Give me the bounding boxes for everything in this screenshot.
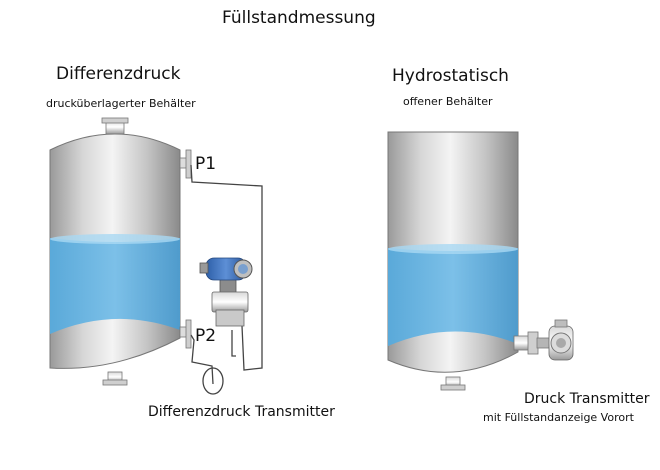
pressure-transmitter — [513, 319, 574, 361]
tapping-p2 — [179, 319, 192, 349]
differential-heading: Differenzdruck — [56, 64, 181, 84]
impulse-lines — [190, 164, 263, 395]
open-liquid-surface — [388, 244, 518, 254]
pressure-transmitter-subcaption: mit Füllstandanzeige Vorort — [483, 411, 634, 424]
tapping-p1 — [179, 149, 192, 179]
p1-label: P1 — [195, 154, 217, 174]
p2-label: P2 — [195, 326, 217, 346]
hydrostatic-subtitle: offener Behälter — [403, 95, 493, 108]
tank-liquid — [50, 238, 180, 334]
differential-pressure-transmitter — [199, 257, 253, 327]
differential-subtitle: drucküberlagerter Behälter — [46, 97, 196, 110]
hydrostatic-heading: Hydrostatisch — [392, 66, 509, 86]
diagram-title: Füllstandmessung — [222, 8, 376, 28]
differential-transmitter-caption: Differenzdruck Transmitter — [148, 404, 335, 420]
open-tank-liquid — [388, 248, 518, 346]
open-tank — [387, 131, 519, 391]
top-flange — [101, 117, 129, 124]
liquid-surface — [50, 234, 180, 244]
open-bottom-flange — [440, 384, 466, 391]
bottom-flange — [102, 379, 128, 386]
pressure-transmitter-caption: Druck Transmitter — [524, 391, 650, 407]
pressurized-tank — [49, 117, 181, 386]
